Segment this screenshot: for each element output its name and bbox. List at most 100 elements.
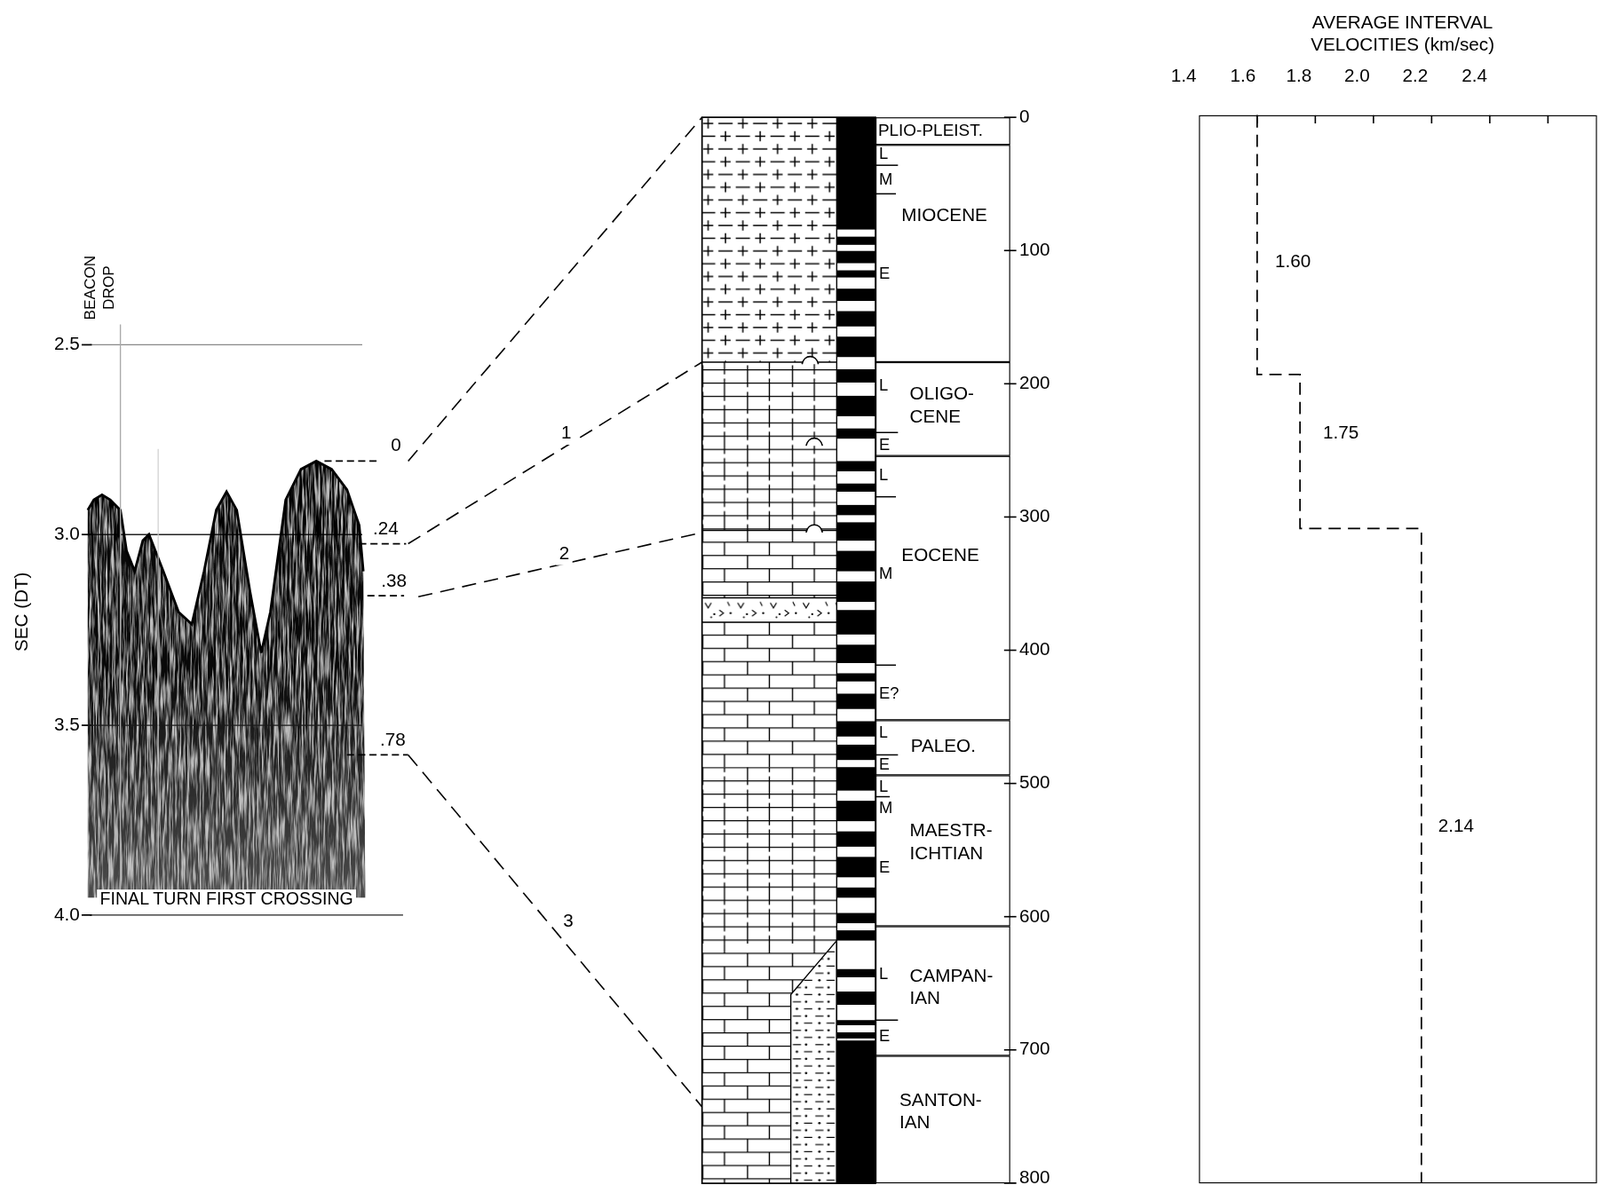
reflector-time: .38 [380,570,407,593]
time-grid-line [89,914,404,916]
lithology-ground [702,117,838,363]
record-note: FINAL TURN FIRST CROSSING [96,889,357,911]
polarity-band [836,831,876,848]
polarity-band [836,237,876,246]
lithology-unit [702,622,838,768]
velocity-tick [1314,115,1317,124]
depth-value: 800 [1019,1167,1051,1190]
polarity-band [836,856,876,878]
depth-value: 100 [1019,239,1051,262]
lithology-unit [702,117,838,363]
polarity-band [836,609,876,635]
correlation-line [408,117,703,461]
polarity-band [836,1040,876,1184]
subdivision-letter: E [879,856,890,877]
reflector-tick [359,543,407,546]
record-trace [158,449,159,899]
age-interval-box: SANTON- IAN [875,1055,1011,1184]
polarity-band [836,311,876,327]
polarity-band [836,460,876,471]
beacon-label: BEACON DROP [80,252,118,324]
polarity-band [836,913,876,924]
velocity-scale-value: 2.0 [1344,65,1371,88]
depth-value: 400 [1019,639,1051,662]
subdivision-letter: E [879,263,890,284]
lithology-ground [702,622,838,768]
time-value: 3.0 [54,523,80,547]
time-value: 3.5 [54,713,80,737]
subdivision-line [875,665,896,666]
age-interval-box: LEOCENEME? [875,456,1011,721]
subdivision-letter: M [879,798,893,818]
age-interval-box: LMMAESTR- ICHTIANE [875,775,1011,927]
lithology-ground [702,362,838,531]
age-interval-box: LPALEO.E [875,720,1011,776]
depth-value: 0 [1019,106,1030,129]
subdivision-line [875,1019,898,1021]
polarity-band [836,428,876,439]
seismic-record [87,460,366,898]
lithology-ground [702,597,838,623]
subdivision-letter: E [879,1026,890,1046]
velocity-scale-value: 1.8 [1286,65,1313,88]
axis-tick [81,914,92,917]
chert-nodule [806,438,823,447]
reflector-number: 1 [558,422,575,445]
polarity-band [836,551,876,572]
age-interval-box: LCAMPAN- IANE [875,926,1011,1057]
polarity-band [836,721,876,737]
velocity-value: 1.75 [1322,421,1359,444]
polarity-band [836,887,876,898]
velocity-tick [1431,115,1434,124]
lithology-unit [702,362,838,531]
polarity-band [836,581,876,602]
polarity-band [836,991,876,1006]
subdivision-line [875,193,896,195]
depth-value: 600 [1019,905,1051,928]
correlation-line [408,754,703,1107]
age-interval-box: PLIO-PLEIST. [875,117,1011,145]
polarity-band [836,969,876,978]
siltstone-ground [791,941,838,1185]
polarity-band [836,744,876,761]
epoch-name: SANTON- IAN [899,1089,994,1134]
time-value: 2.5 [54,333,80,357]
depth-value: 700 [1019,1038,1051,1062]
velocity-value: 1.60 [1275,250,1311,273]
time-value: 4.0 [54,903,80,927]
subdivision-letter: M [879,562,893,583]
polarity-band [836,336,876,357]
lithologic-column [702,117,1017,1184]
polarity-band [836,767,876,791]
chert-nodule [801,356,818,365]
reflector-time: .24 [372,518,399,541]
axis-title: SEC (DT) [11,571,34,652]
depth-value: 500 [1019,772,1051,795]
age-interval-box: LOLIGO- CENEE [875,362,1011,457]
velocity-profile [1257,115,1422,1184]
velocity-scale-value: 2.4 [1461,65,1488,88]
polarity-band [836,1032,876,1039]
siltstone-unit [791,941,838,1185]
subdivision-letter: E [879,754,890,774]
epoch-name: EOCENE [901,544,979,567]
velocity-value: 2.14 [1438,815,1474,838]
polarity-band [836,930,876,941]
subdivision-letter: L [879,723,888,743]
polarity-band [836,1020,876,1026]
lithology-unit [702,767,838,944]
epoch-name: CAMPAN- IAN [910,965,1005,1010]
velocity-plot [1257,115,1549,1184]
polarity-band [836,117,876,230]
reflector-number: 2 [555,542,572,565]
subdivision-line [875,796,890,798]
velocity-tick [1372,115,1375,124]
reflector-tick [324,460,380,463]
epoch-name: OLIGO- CENE [910,383,1005,428]
polarity-ground [836,117,876,1184]
polarity-band [836,369,876,383]
polarity-band [836,522,876,541]
polarity-band [836,288,876,301]
lithology-unit [702,530,838,599]
